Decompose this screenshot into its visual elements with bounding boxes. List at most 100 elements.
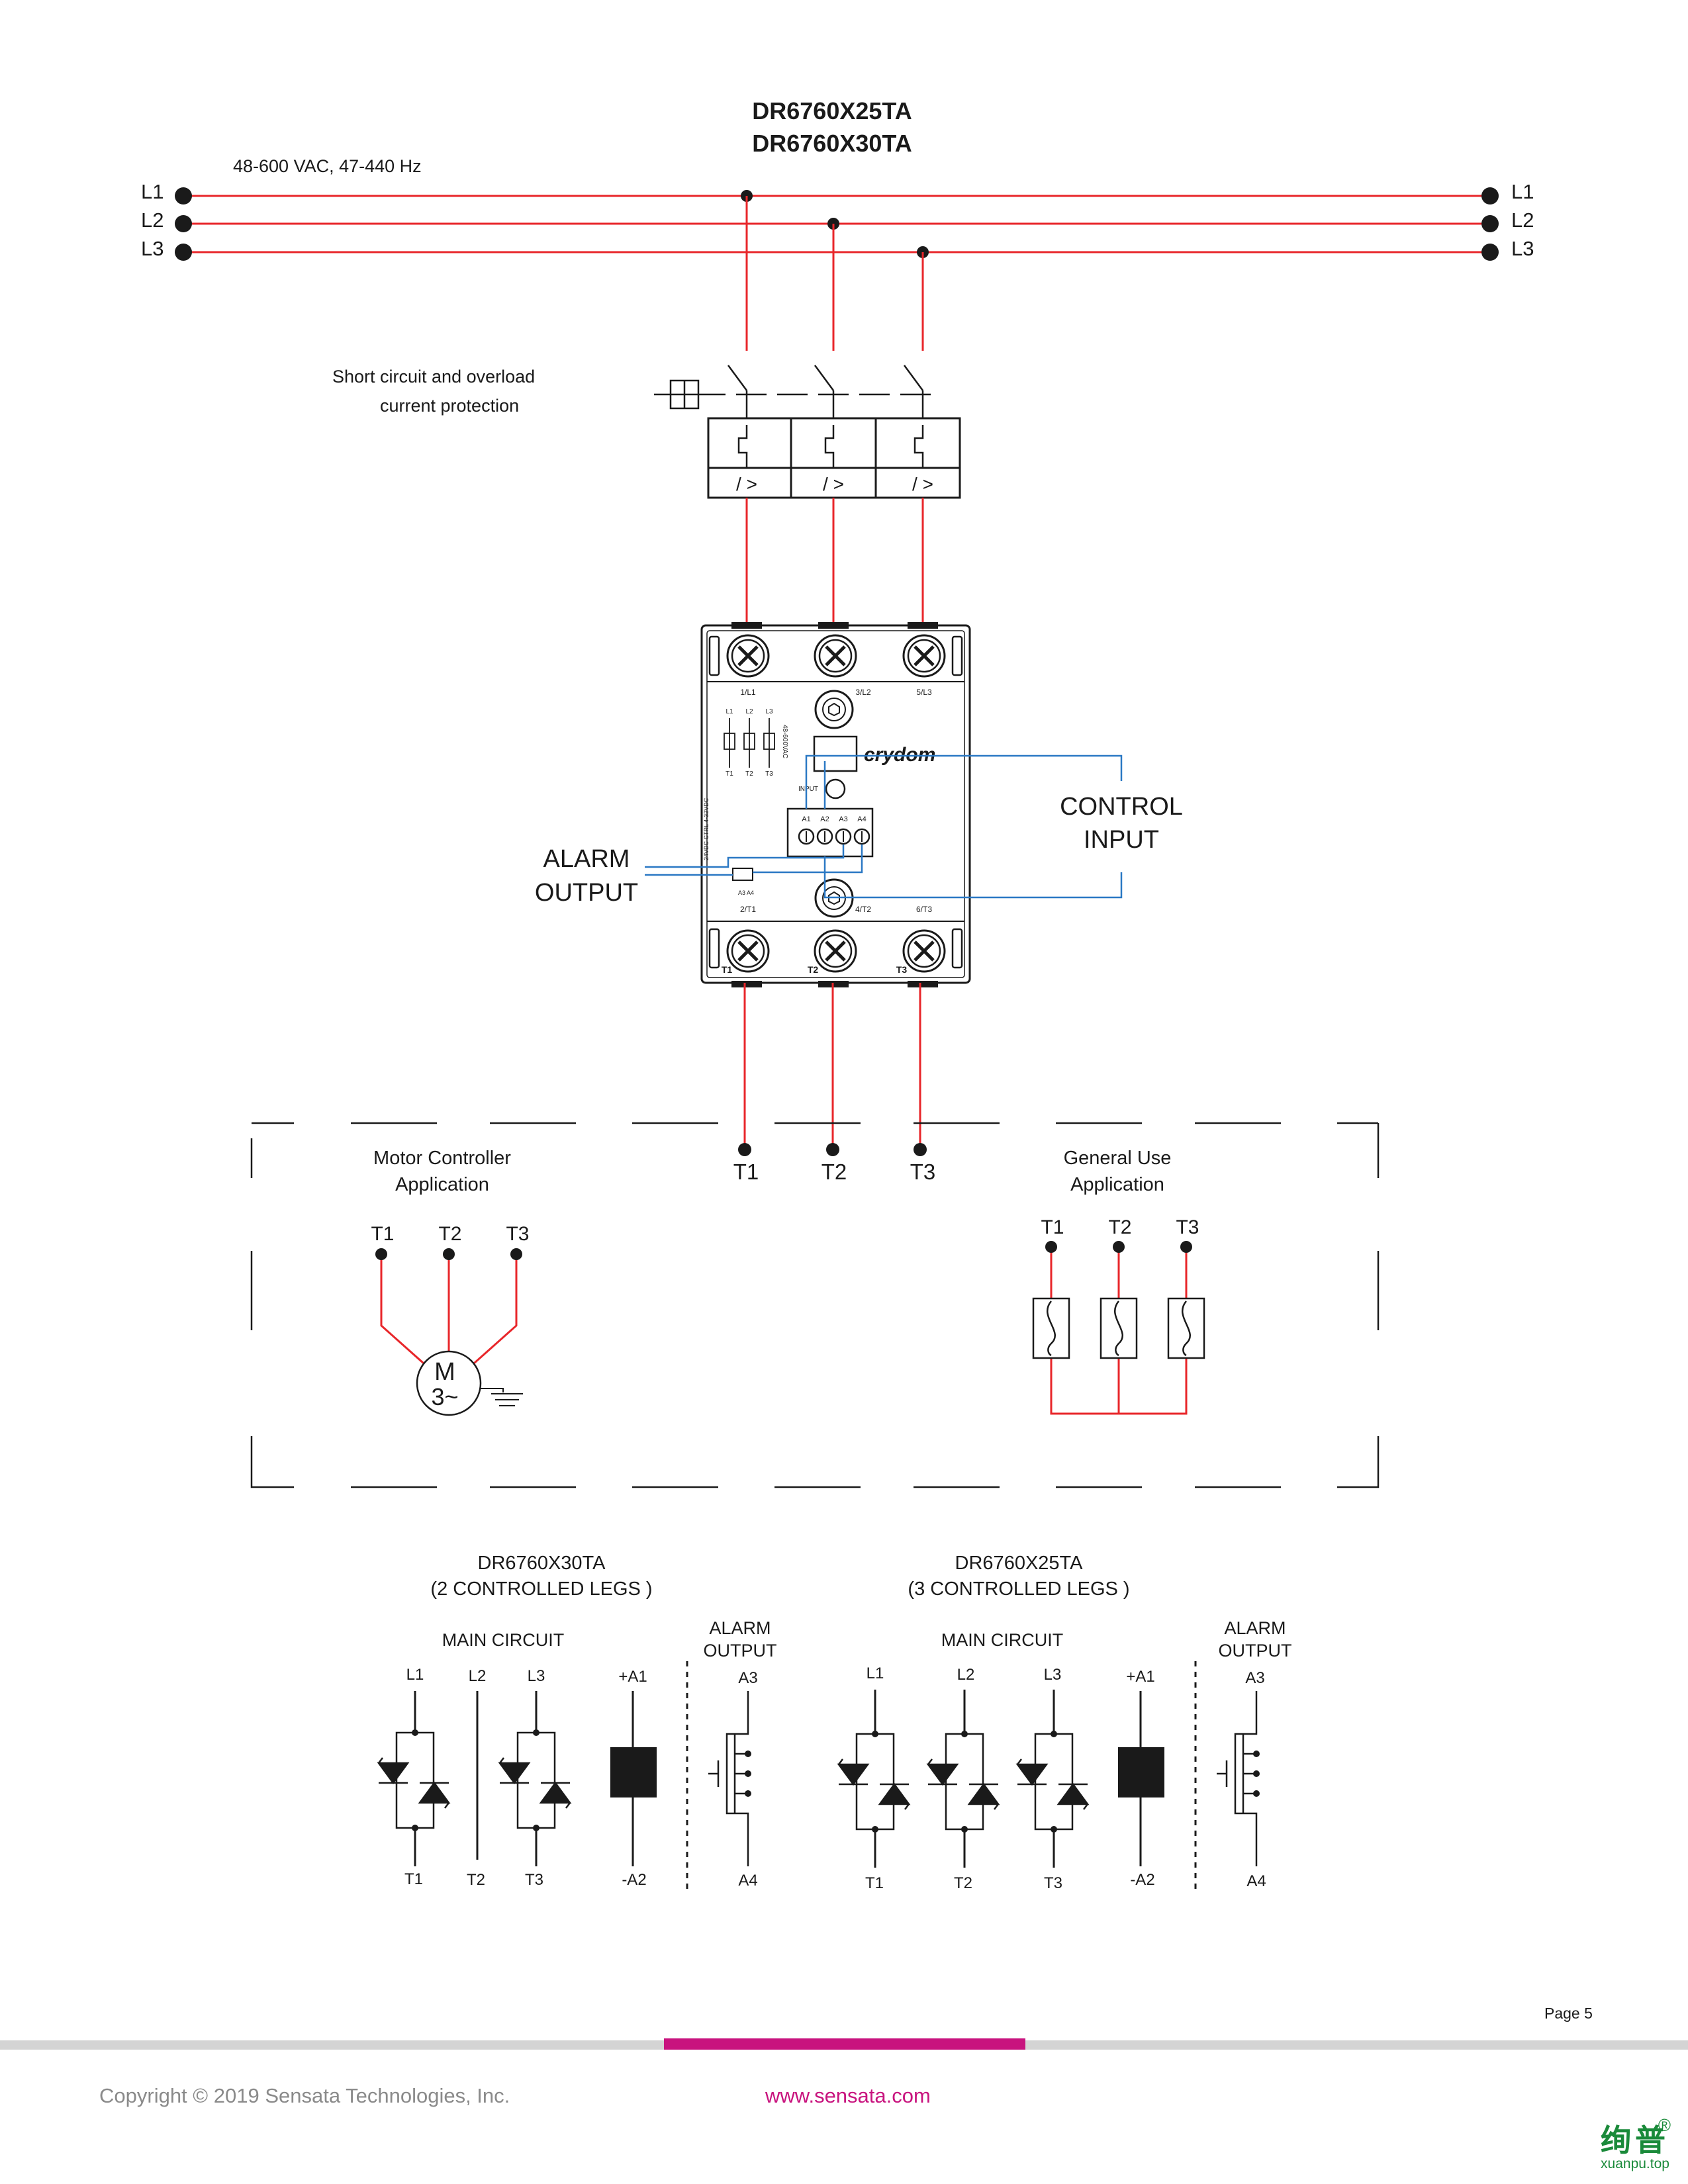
breaker-thermal-elements — [737, 425, 924, 468]
general-label-t2: T2 — [1108, 1216, 1131, 1238]
s1-top-a1: +A1 — [618, 1668, 647, 1686]
schematic-2-model: DR6760X25TA — [955, 1553, 1084, 1574]
s1-bot-t2: T2 — [467, 1871, 485, 1889]
motor-label-t2: T2 — [438, 1223, 461, 1245]
device-housing — [700, 624, 971, 984]
s1-alarm-a4: A4 — [738, 1872, 757, 1889]
s1-bot-t1: T1 — [404, 1870, 423, 1888]
schematic-1-alarm-2: OUTPUT — [704, 1641, 777, 1661]
terminal-screw-6t3 — [904, 931, 945, 972]
alarm-output-label-1: ALARM — [543, 845, 630, 873]
terminal-label-4t2: 4/T2 — [855, 905, 871, 914]
breaker-to-device-wires — [745, 498, 924, 625]
model-title-1: DR6760X25TA — [752, 97, 912, 124]
schematic-1-dots — [412, 1729, 751, 1831]
schematic-label-l1: L1 — [726, 708, 733, 715]
s2-bot-t2: T2 — [954, 1874, 972, 1892]
breaker-handle-icon — [669, 379, 700, 410]
schematic-1-triac-1 — [377, 1731, 451, 1829]
schematic-label-t1: T1 — [726, 770, 733, 778]
control-input-label-1: CONTROL — [1060, 793, 1183, 821]
watermark-registered: ® — [1658, 2115, 1671, 2135]
bottom-terminal-marks: T1 T2 T3 — [722, 964, 908, 975]
motor-letter: M — [434, 1358, 455, 1386]
motor-label-t1: T1 — [371, 1223, 394, 1245]
schematic-2-top-labels: L1 L2 L3 +A1 A3 — [867, 1664, 1265, 1687]
s2-bot-t3: T3 — [1044, 1874, 1062, 1892]
general-wires — [1050, 1247, 1188, 1415]
motor-terminal-dots — [375, 1248, 522, 1260]
schematic-2-alarm-2: OUTPUT — [1219, 1641, 1292, 1661]
schematic-1-lines — [414, 1661, 688, 1893]
schematic-1-top-labels: L1 L2 L3 +A1 A3 — [406, 1666, 758, 1687]
control-input-wiring — [805, 754, 1123, 899]
output-terminal-dots — [738, 1143, 927, 1156]
heater-load-icons — [1032, 1297, 1205, 1359]
terminal-mark-t1: T1 — [722, 964, 733, 975]
watermark-url: xuanpu.top — [1601, 2156, 1669, 2171]
motor-icon: M 3~ — [416, 1350, 482, 1416]
top-terminal-slots — [708, 635, 963, 676]
general-app-title-1: General Use — [1064, 1148, 1172, 1169]
input-led — [825, 778, 846, 799]
schematic-2-dots — [872, 1731, 1260, 1833]
terminal-screw-5l3 — [904, 635, 945, 676]
schematic-1-main-circuit: MAIN CIRCUIT — [442, 1630, 565, 1650]
pin-label-a3: A3 — [839, 815, 847, 823]
s2-top-l2: L2 — [957, 1666, 975, 1684]
schematic-2-legs: DR6760X30TA (2 CONTROLLED LEGS ) MAIN CI… — [377, 1553, 777, 1893]
alarm-output-wiring — [645, 844, 863, 876]
terminal-screw-1l1 — [727, 635, 769, 676]
terminal-screw-4t2 — [815, 931, 856, 972]
trip-label-2: / > — [823, 474, 844, 494]
s2-bot-t1: T1 — [865, 1874, 884, 1892]
schematic-label-l2: L2 — [745, 708, 753, 715]
motor-label-t3: T3 — [506, 1223, 529, 1245]
website-link[interactable]: www.sensata.com — [765, 2084, 931, 2107]
schematic-3-legs: DR6760X25TA (3 CONTROLLED LEGS ) MAIN CI… — [837, 1553, 1292, 1893]
protection-label-1: Short circuit and overload — [332, 367, 535, 387]
internal-schematic — [724, 718, 775, 768]
s1-alarm-a3: A3 — [738, 1669, 757, 1687]
schematic-2-alarm-1: ALARM — [1224, 1618, 1286, 1638]
s2-top-a1: +A1 — [1126, 1668, 1154, 1686]
internal-schematic-labels: L1 L2 L3 T1 T2 T3 — [726, 708, 773, 778]
s1-bot-t3: T3 — [525, 1871, 543, 1889]
schematic-2-triac-1 — [837, 1733, 911, 1831]
s1-top-l1: L1 — [406, 1666, 424, 1684]
s1-top-l2: L2 — [469, 1667, 487, 1685]
mounting-hole-top — [814, 690, 854, 729]
schematic-2-control-coil — [1118, 1747, 1164, 1797]
s1-bot-a2: -A2 — [622, 1871, 646, 1889]
ground-icon — [481, 1388, 523, 1406]
alarm-output-label-2: OUTPUT — [535, 879, 638, 907]
output-label-t2: T2 — [821, 1160, 847, 1184]
connector-pin-labels: A1 A2 A3 A4 — [802, 815, 866, 823]
s2-top-l3: L3 — [1044, 1666, 1062, 1684]
trip-label-1: / > — [736, 474, 757, 494]
motor-phase: 3~ — [431, 1383, 458, 1410]
schematic-label-l3: L3 — [765, 708, 773, 715]
line-label-l1-right: L1 — [1511, 180, 1534, 203]
supply-line-labels-left: L1 L2 L3 — [141, 180, 164, 260]
protection-label-2: current protection — [380, 396, 519, 416]
schematic-2-lines — [874, 1661, 1197, 1893]
general-terminal-dots — [1045, 1241, 1192, 1253]
general-label-t1: T1 — [1041, 1216, 1064, 1238]
output-terminal-labels: T1 T2 T3 — [733, 1160, 936, 1184]
application-frame — [250, 1122, 1380, 1488]
breaker-switches — [654, 365, 940, 418]
schematic-1-legs: (2 CONTROLLED LEGS ) — [430, 1578, 652, 1600]
voltage-marking: 48-600VAC — [781, 725, 788, 758]
trip-label-3: / > — [912, 474, 933, 494]
general-app-title-2: Application — [1070, 1174, 1164, 1195]
terminal-mark-t2: T2 — [808, 964, 819, 975]
schematic-label-t3: T3 — [765, 770, 773, 778]
watermark-chinese: 绚普 — [1601, 2122, 1669, 2158]
schematic-label-t2: T2 — [745, 770, 753, 778]
watermark-logo: ® 绚普 xuanpu.top — [1601, 2115, 1671, 2172]
pin-label-a4: A4 — [857, 815, 866, 823]
output-wires — [743, 983, 921, 1150]
alarm-pins-block — [732, 868, 753, 881]
